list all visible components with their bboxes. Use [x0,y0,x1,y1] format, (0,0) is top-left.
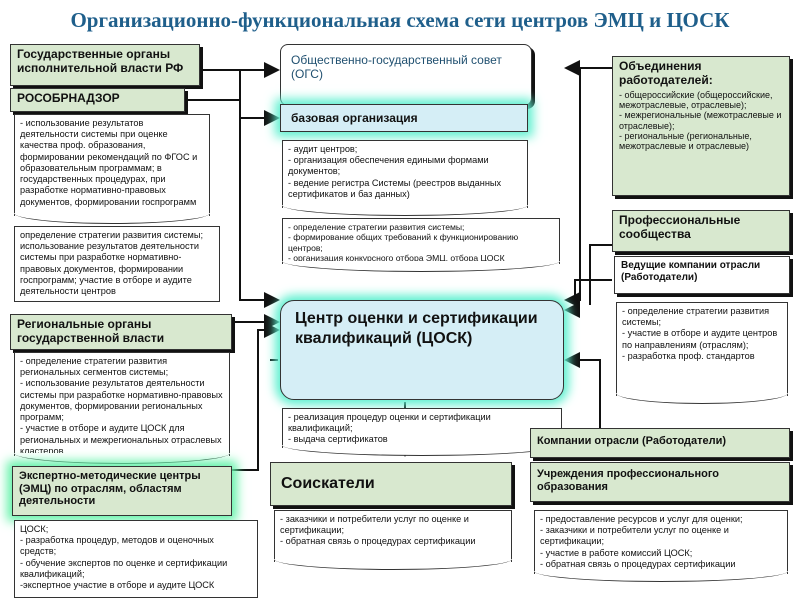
ogs-box: Общественно-государственный совет (ОГС) [280,44,532,106]
cosk-functions: - реализация процедур оценки и сертифика… [282,408,562,456]
leading-companies-title: Ведущие компании отрасли (Работодатели) [621,260,761,283]
cosk-title: Центр оценки и сертификации квалификаций… [295,310,538,347]
industry-companies-title: Компании отрасли (Работодатели) [537,435,727,447]
base-organization-title: базовая организация [291,111,418,125]
leading-companies-box: Ведущие компании отрасли (Работодатели) [614,256,790,294]
employers-associations-box: Объединения работодателей: - общероссийс… [612,56,790,196]
regional-functions: - определение стратегии развития региона… [14,352,230,464]
applicants-functions: - заказчики и потребители услуг по оценк… [274,510,512,570]
gov-authorities-box: Государственные органы исполнительной вл… [10,44,200,86]
gov-functions: определение стратегии развития системы; … [14,226,220,302]
employers-associations-list: - общероссийские (общероссийские, межотр… [619,89,782,152]
rosobrnadzor-functions: - использование результатов деятельности… [14,114,210,224]
regional-authorities-title: Региональные органы государственной влас… [17,317,165,345]
employers-associations-title: Объединения работодателей: [619,59,713,87]
industry-companies-box: Компании отрасли (Работодатели) [530,428,790,458]
companies-functions: - предоставление ресурсов и услуг для оц… [534,510,788,582]
applicants-box: Соискатели [270,462,512,506]
emc-box: Экспертно-методические центры (ЭМЦ) по о… [12,466,232,516]
rosobrnadzor-title: РОСОБРНАДЗОР [17,91,120,105]
page-title: Организационно-функциональная схема сети… [70,8,730,32]
professional-communities-title: Профессиональные сообщества [619,213,741,241]
ogs-title: Общественно-государственный совет (ОГС) [291,53,502,81]
regional-authorities-box: Региональные органы государственной влас… [10,314,232,350]
base-organization-box: базовая организация [280,104,528,132]
emc-functions: ЦОСК; - разработка процедур, методов и о… [14,520,258,598]
education-institutions-title: Учреждения профессионального образования [537,468,719,493]
applicants-title: Соискатели [281,475,375,492]
gov-authorities-title: Государственные органы исполнительной вл… [17,47,184,75]
professional-functions: - определение стратегии развития системы… [616,302,788,404]
base-organization-functions: - аудит центров; - организация обеспечен… [282,140,528,216]
emc-title: Экспертно-методические центры (ЭМЦ) по о… [19,470,201,508]
education-institutions-box: Учреждения профессионального образования [530,462,790,502]
rosobrnadzor-box: РОСОБРНАДЗОР [10,88,185,112]
cosk-box: Центр оценки и сертификации квалификаций… [280,300,564,400]
professional-communities-box: Профессиональные сообщества [612,210,790,252]
ogs-functions: - определение стратегии развития системы… [282,218,560,272]
